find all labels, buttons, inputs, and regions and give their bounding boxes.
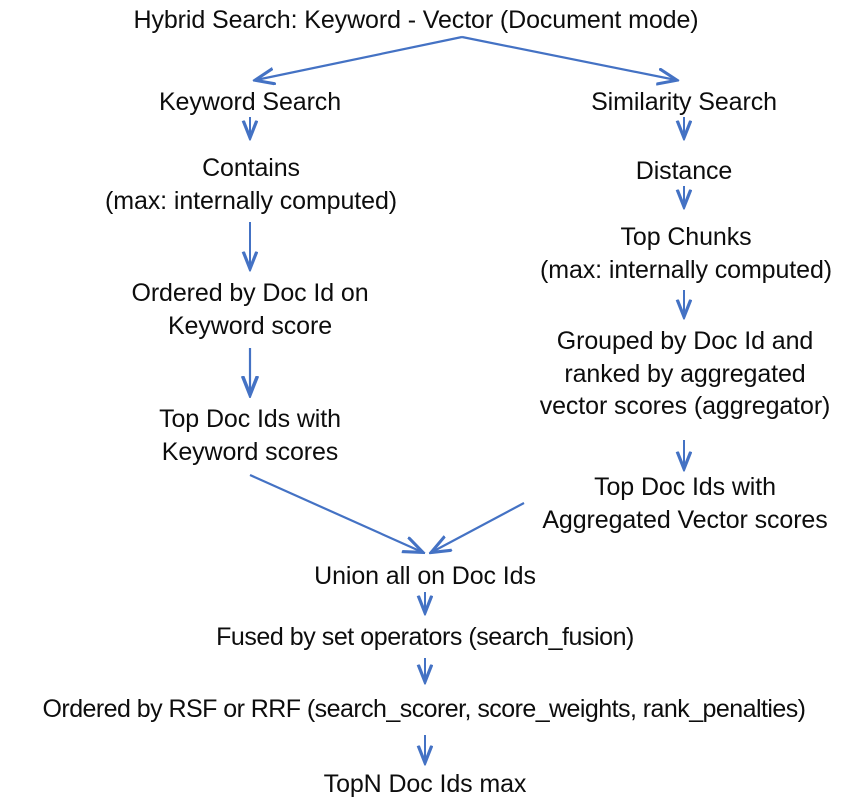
node-top-chunks: Top Chunks (max: internally computed) (540, 223, 832, 284)
node-ordered-by-doc-id: Ordered by Doc Id on Keyword score (131, 279, 369, 340)
node-contains: Contains (max: internally computed) (105, 154, 397, 215)
node-title: Hybrid Search: Keyword - Vector (Documen… (133, 6, 699, 34)
edge-top-doc-ids-vector-to-union-all (432, 502, 525, 552)
node-union-all: Union all on Doc Ids (314, 562, 536, 590)
node-top-doc-ids-keyword: Top Doc Ids with Keyword scores (159, 405, 341, 466)
node-distance: Distance (635, 157, 733, 185)
node-similarity-search: Similarity Search (591, 88, 777, 116)
node-topn-doc-ids: TopN Doc Ids max (323, 770, 527, 798)
edge-title-to-keyword-search (256, 35, 463, 80)
node-top-doc-ids-vector: Top Doc Ids with Aggregated Vector score… (542, 473, 828, 534)
node-ordered-by-rsf-rrf: Ordered by RSF or RRF (search_scorer, sc… (42, 695, 806, 723)
node-keyword-search: Keyword Search (158, 88, 342, 116)
edge-title-to-similarity-search (461, 35, 676, 80)
node-grouped-by-doc-id: Grouped by Doc Id and ranked by aggregat… (539, 327, 831, 420)
edge-top-doc-ids-keyword-to-union-all (249, 473, 422, 552)
node-fused-by-set-operators: Fused by set operators (search_fusion) (216, 623, 634, 651)
